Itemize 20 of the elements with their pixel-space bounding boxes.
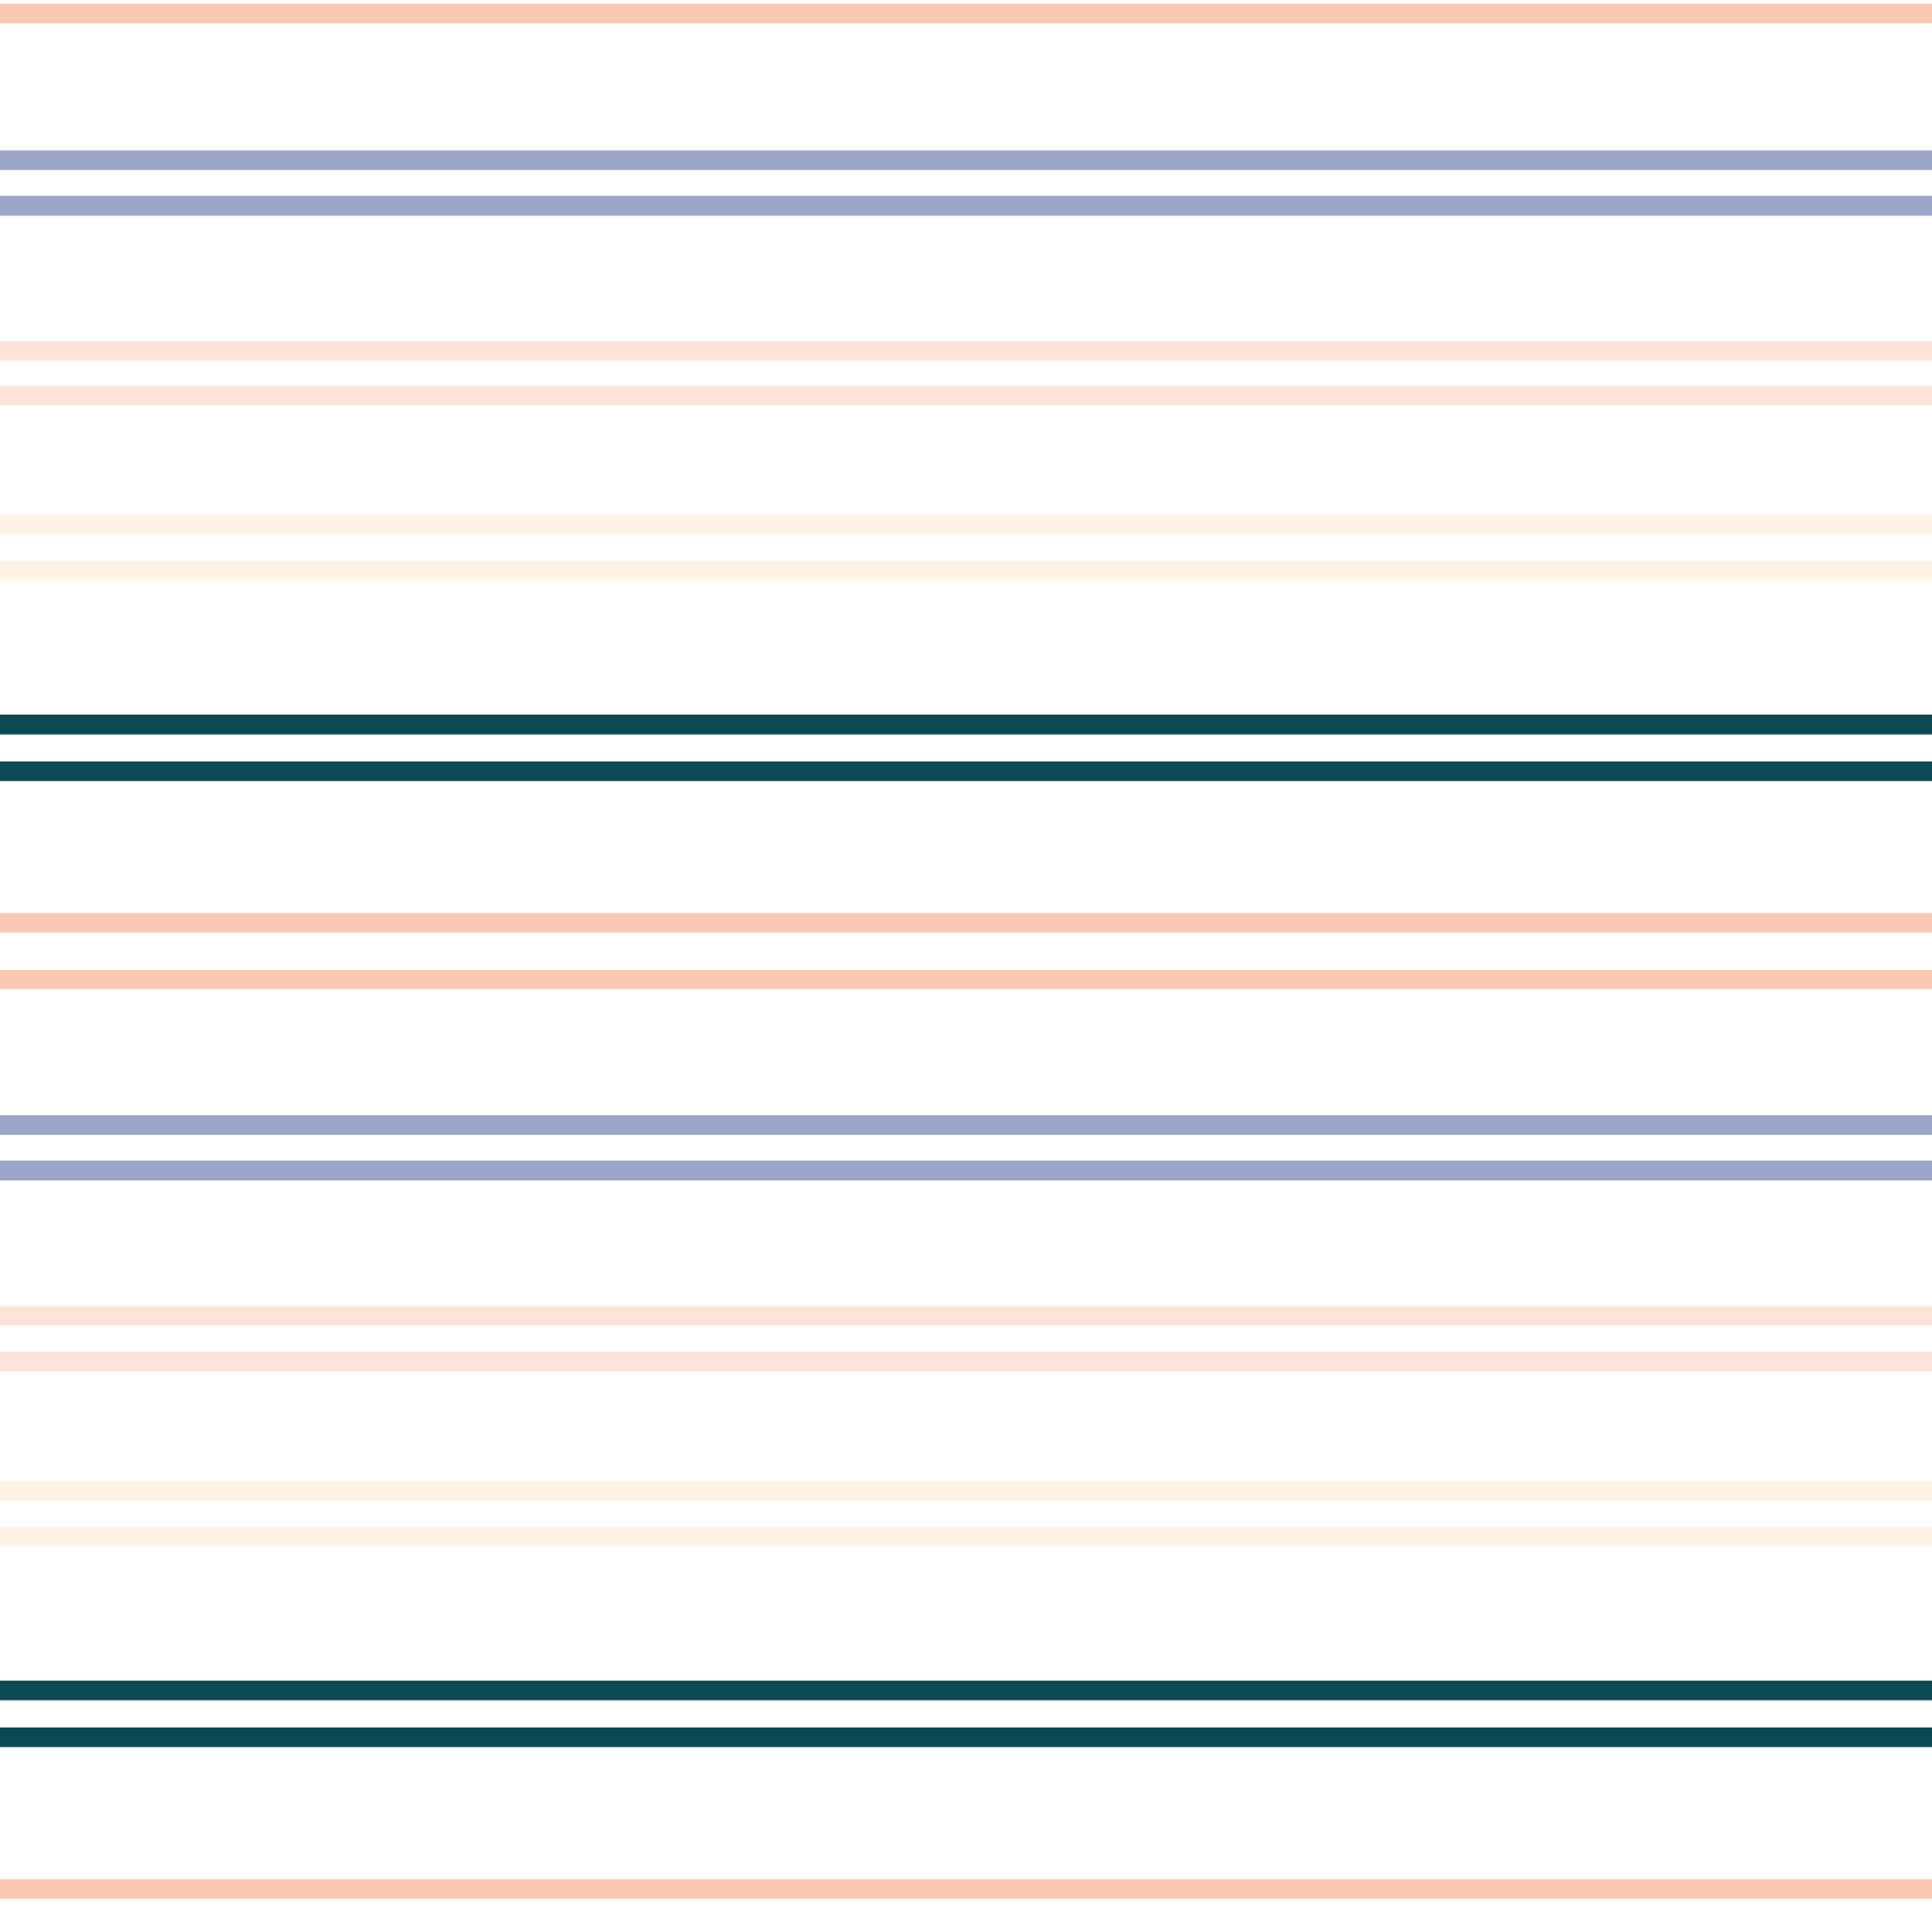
stripe [0, 912, 1932, 933]
stripe [0, 1351, 1932, 1372]
stripe [0, 1115, 1932, 1135]
stripe [0, 1480, 1932, 1501]
stripe [0, 514, 1932, 535]
stripe [0, 3, 1932, 24]
stripe [0, 150, 1932, 171]
stripe [0, 1306, 1932, 1326]
stripe [0, 1161, 1932, 1180]
stripe [0, 196, 1932, 216]
stripe [0, 714, 1932, 735]
stripe [0, 341, 1932, 361]
stripe [0, 1680, 1932, 1701]
stripe [0, 560, 1932, 581]
stripe [0, 1878, 1932, 1899]
stripe [0, 1526, 1932, 1547]
stripe [0, 760, 1932, 781]
stripe [0, 1727, 1932, 1747]
stripe [0, 969, 1932, 990]
stripe [0, 385, 1932, 406]
